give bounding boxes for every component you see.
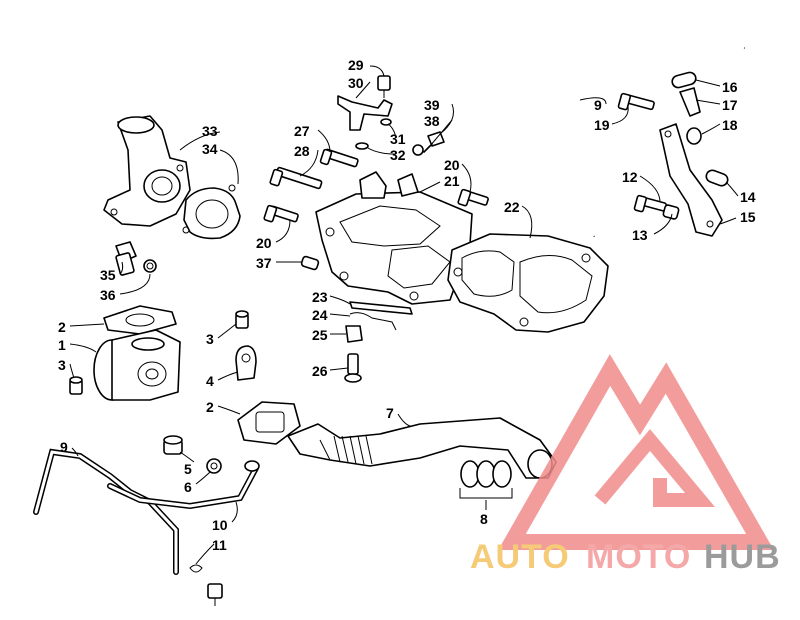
watermark-mark [498,354,774,550]
o-ring-36 [143,259,157,273]
callout-18: 18 [722,117,738,133]
callout-33: 33 [202,123,218,139]
fitting-35 [115,241,137,276]
tube-7 [287,417,557,479]
spacer-16 [671,71,697,89]
bolt-20-left [263,204,299,223]
callout-23: 23 [312,289,328,305]
callout-6: 6 [184,479,192,495]
thermostat-housing [103,115,191,227]
screw-3-right [235,310,249,329]
callout-39: 39 [424,97,440,113]
callout-10: 10 [212,517,228,533]
intake-manifold [315,171,473,305]
plug-37 [300,255,320,271]
callout-14: 14 [740,189,756,205]
clip-17 [679,87,701,117]
callout-9-upper: 9 [594,97,602,113]
callout-3-left: 3 [58,357,66,373]
hose-9-upper [551,42,745,237]
spacer-14 [705,169,729,187]
callout-24: 24 [312,307,328,323]
watermark-logo: AUTO MOTO HUB [470,354,781,576]
callout-25: 25 [312,327,328,343]
callout-32: 32 [390,147,406,163]
callout-38: 38 [424,113,440,129]
callout-2-left: 2 [58,319,66,335]
rod-23 [349,301,413,315]
adapter-1 [93,329,181,401]
clamp-4 [235,345,257,381]
bolt-27 [319,148,359,168]
gasket-2-left [103,305,177,335]
bracket-30 [337,95,393,131]
callout-15: 15 [740,209,756,225]
callout-7: 7 [386,405,394,421]
leader-lines [69,65,739,565]
o-ring-32 [355,142,369,150]
watermark-word-auto: AUTO [470,538,570,576]
watermark-word-moto: MOTO [586,538,691,576]
callout-34: 34 [202,141,218,157]
bolt-20-right [457,188,489,207]
callout-20-top: 20 [444,157,460,173]
gasket-2-right [237,401,301,445]
callout-31: 31 [390,131,406,147]
bushing-18 [686,127,702,145]
callout-13: 13 [632,227,648,243]
callout-35: 35 [100,267,116,283]
callout-11: 11 [212,537,227,553]
callout-3-right: 3 [206,331,214,347]
sensor-lower [207,583,223,606]
washer-31 [380,118,392,126]
callout-26: 26 [312,363,328,379]
thermostat-gasket [182,184,241,240]
spring-24 [349,312,397,331]
callout-36: 36 [100,287,116,303]
clip-11 [189,564,203,573]
screw-26 [344,353,362,383]
screw-3-left [69,376,83,395]
callout-2-right: 2 [206,399,214,415]
callout-1: 1 [58,337,66,353]
nut-6 [206,458,222,474]
callout-27: 27 [294,123,310,139]
washer-38 [412,144,424,156]
nut-25 [345,325,363,343]
callout-17: 17 [722,97,738,113]
bracket-15 [659,123,723,237]
manifold-gasket-22 [447,233,609,333]
callout-37: 37 [256,255,272,271]
callout-28: 28 [294,143,310,159]
callout-8: 8 [480,511,488,527]
callout-20-left: 20 [256,235,272,251]
hose-10 [107,460,260,510]
callout-labels: 29 30 39 38 31 32 27 28 33 34 20 21 22 2… [58,57,756,553]
sensor-29 [377,75,391,98]
callout-5: 5 [184,461,192,477]
callout-12: 12 [622,169,638,185]
callout-21: 21 [444,173,460,189]
fitting-5 [163,435,183,455]
hose-9-lower [33,448,179,575]
callout-19: 19 [594,117,610,133]
rings-8 [459,460,513,499]
bolt-28 [269,166,323,190]
callout-4: 4 [206,373,214,389]
callout-22: 22 [504,199,520,215]
callout-16: 16 [722,79,738,95]
watermark-word-hub: HUB [704,538,781,576]
callout-9-lower: 9 [60,439,68,455]
bolt-12-13 [633,194,680,220]
bolt-19 [617,92,655,111]
callout-30: 30 [348,75,364,91]
callout-29: 29 [348,57,364,73]
